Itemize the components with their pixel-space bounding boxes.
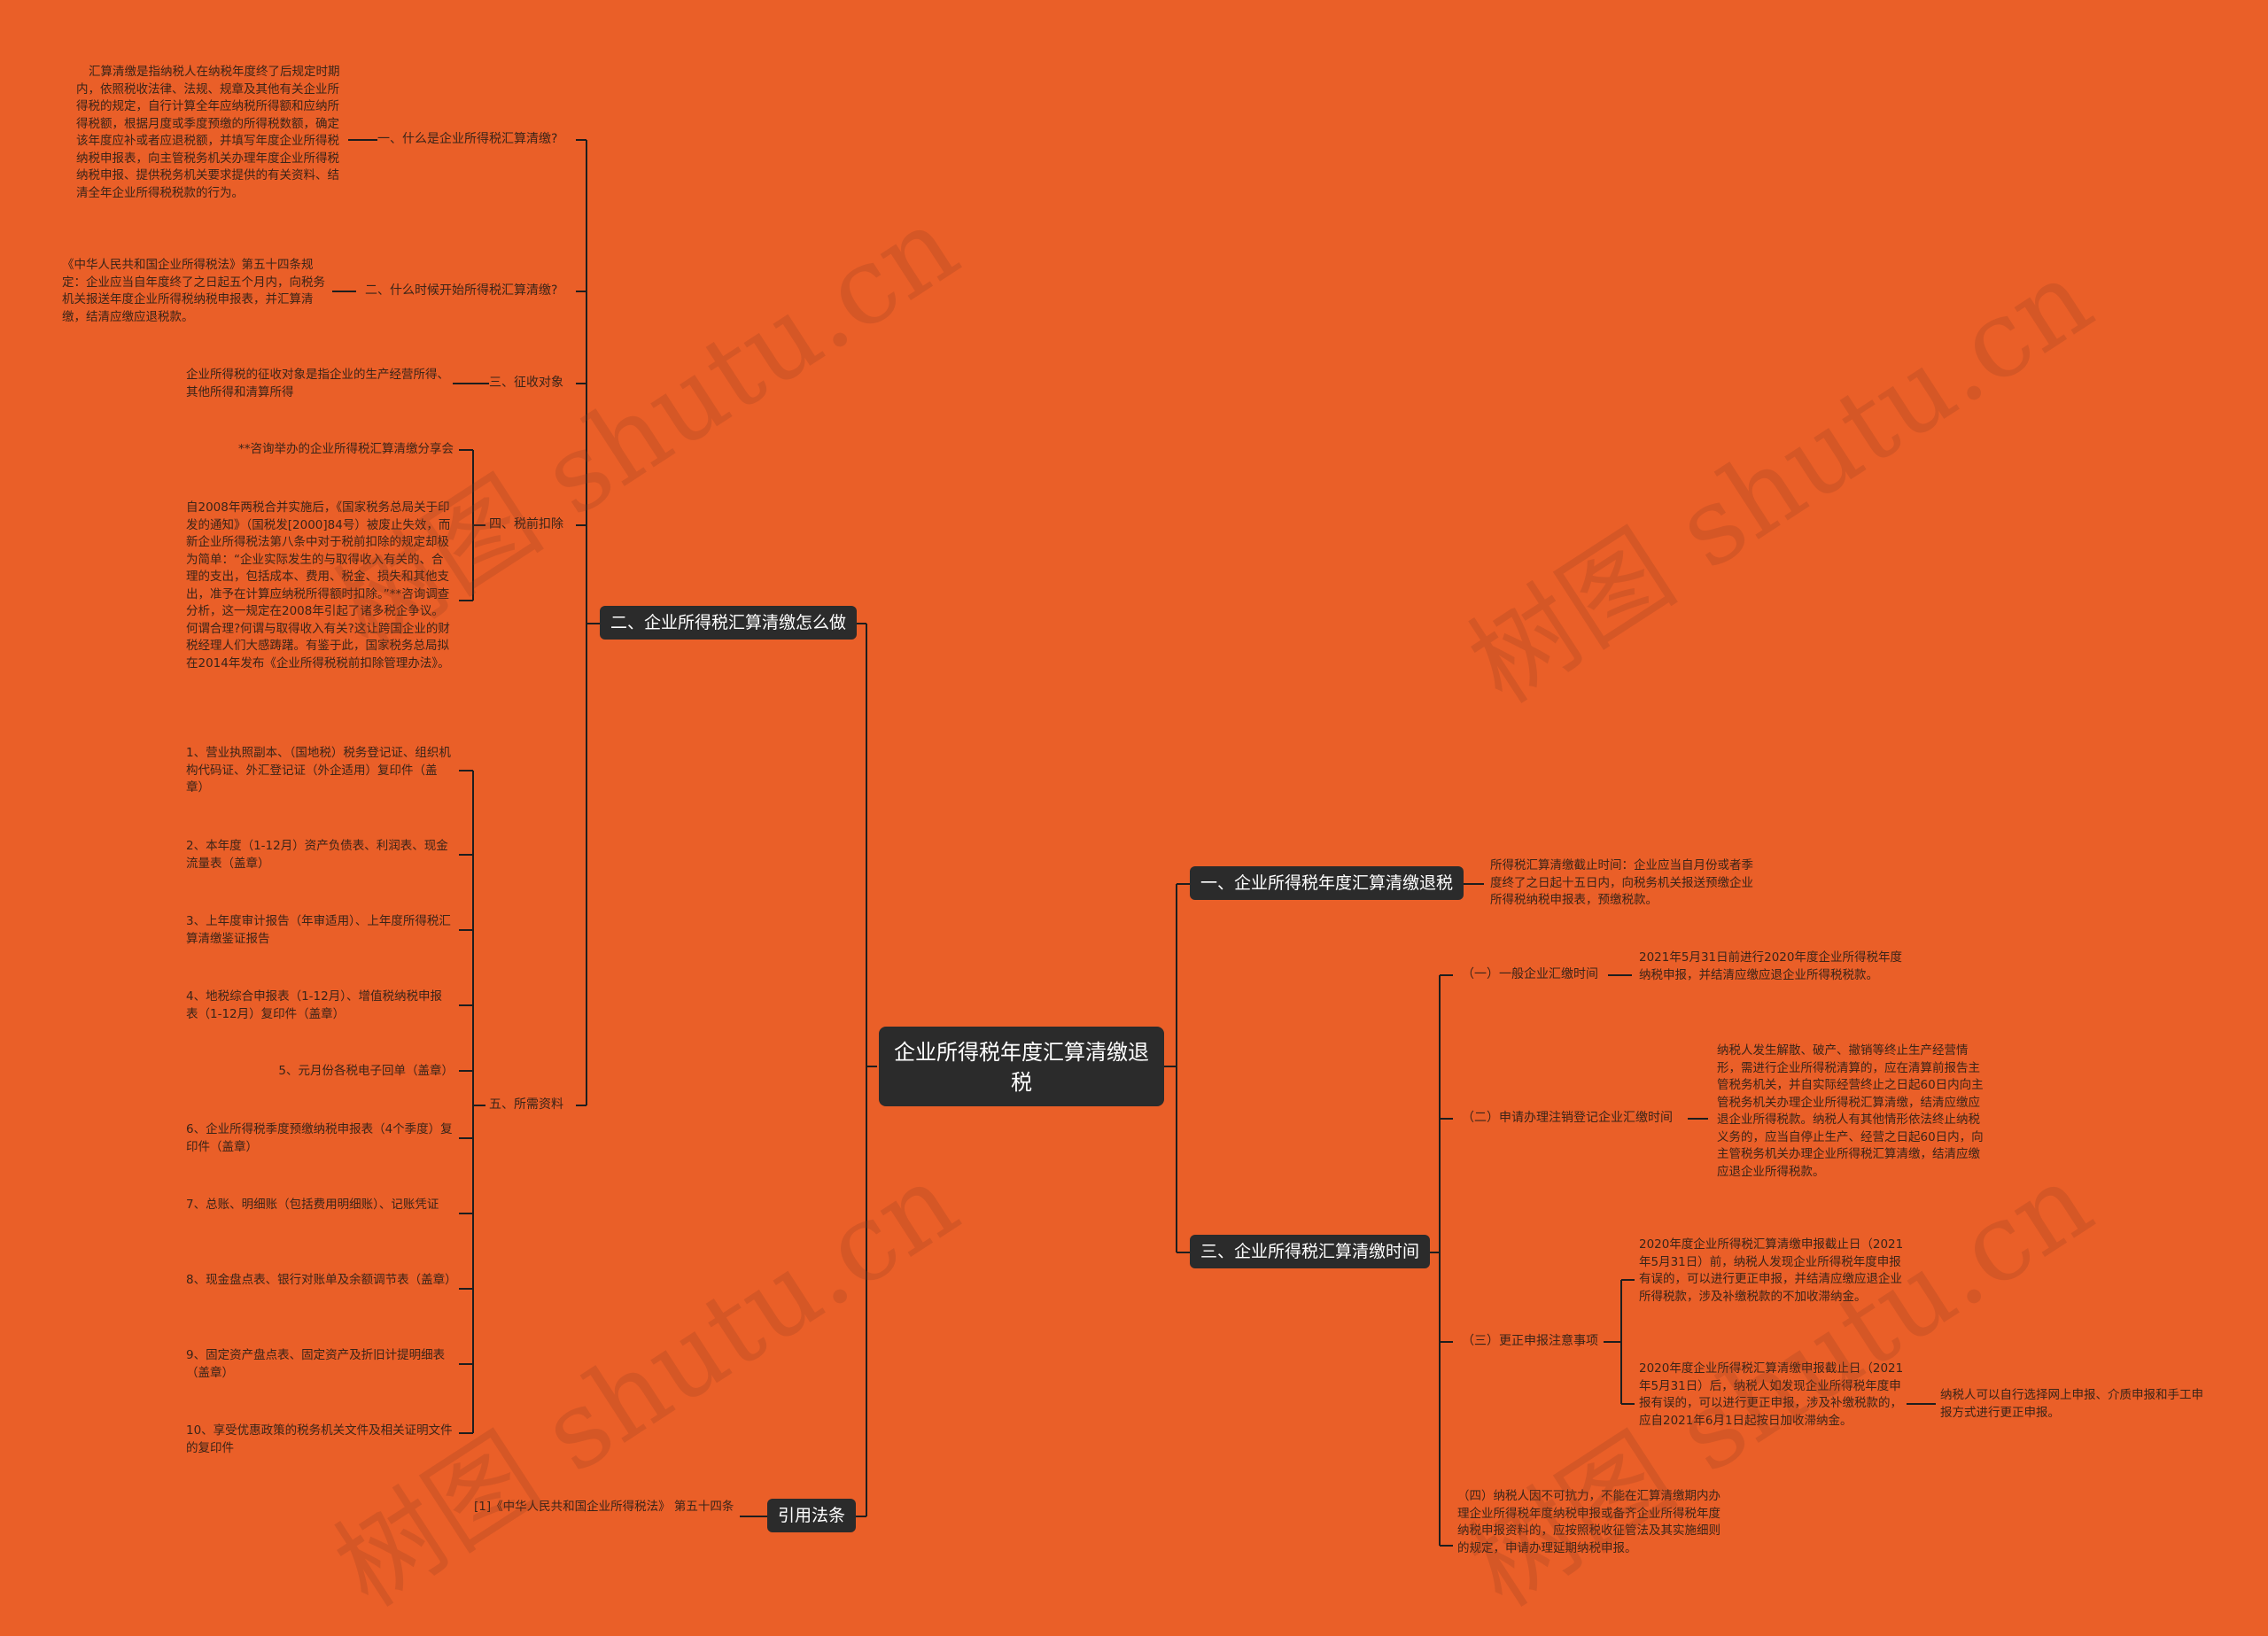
- topic-deregistration-time[interactable]: （二）申请办理注销登记企业汇缴时间: [1462, 1111, 1673, 1125]
- leaf-doc-5: 5、元月份各税电子回单（盖章）: [278, 1064, 454, 1078]
- branch-label: 三、企业所得税汇算清缴时间: [1200, 1242, 1420, 1261]
- topic-what-is[interactable]: 一、什么是企业所得税汇算清缴?: [377, 132, 558, 146]
- leaf-doc-2: 2、本年度（1-12月）资产负债表、利润表、现金流量表（盖章）: [186, 839, 448, 871]
- leaf-doc-4: 4、地税综合申报表（1-12月）、增值税纳税申报表（1-12月）复印件（盖章）: [186, 989, 442, 1021]
- leaf-refund-deadline: 所得税汇算清缴截止时间：企业应当自月份或者季度终了之日起十五日内，向税务机关报送…: [1490, 858, 1753, 907]
- leaf-doc-6: 6、企业所得税季度预缴纳税申报表（4个季度）复印件（盖章）: [186, 1122, 453, 1154]
- root-node[interactable]: 企业所得税年度汇算清缴退税: [879, 1027, 1164, 1106]
- leaf-law-reference: [1]《中华人民共和国企业所得税法》 第五十四条: [474, 1500, 734, 1514]
- leaf-correction-methods: 纳税人可以自行选择网上申报、介质申报和手工申报方式进行更正申报。: [1940, 1388, 2203, 1420]
- branch-node-refund[interactable]: 一、企业所得税年度汇算清缴退税: [1190, 866, 1464, 900]
- leaf-general-time: 2021年5月31日前进行2020年度企业所得税年度纳税申报，并结清应缴应退企业…: [1639, 950, 1902, 982]
- leaf-correction-after: 2020年度企业所得税汇算清缴申报截止日（2021年5月31日）后，纳税人如发现…: [1639, 1361, 1904, 1428]
- topic-required-docs[interactable]: 五、所需资料: [489, 1097, 563, 1112]
- branch-label: 二、企业所得税汇算清缴怎么做: [610, 613, 847, 632]
- leaf-doc-10: 10、享受优惠政策的税务机关文件及相关证明文件的复印件: [186, 1423, 453, 1455]
- topic-general-time[interactable]: （一）一般企业汇缴时间: [1462, 967, 1598, 981]
- leaf-tax-object: 企业所得税的征收对象是指企业的生产经营所得、其他所得和清算所得: [186, 368, 449, 399]
- branch-label: 引用法条: [778, 1506, 846, 1525]
- leaf-doc-3: 3、上年度审计报告（年审适用）、上年度所得税汇算清缴鉴证报告: [186, 914, 451, 946]
- topic-pre-tax-deduction[interactable]: 四、税前扣除: [489, 517, 563, 531]
- branch-node-law[interactable]: 引用法条: [767, 1499, 857, 1532]
- topic-correction-notes[interactable]: （三）更正申报注意事项: [1462, 1334, 1598, 1348]
- leaf-what-is: 汇算清缴是指纳税人在纳税年度终了后规定时期内，依照税收法律、法规、规章及其他有关…: [76, 65, 340, 200]
- root-title: 企业所得税年度汇算清缴退税: [894, 1040, 1149, 1095]
- leaf-doc-8: 8、现金盘点表、银行对账单及余额调节表（盖章）: [186, 1273, 457, 1287]
- branch-node-how[interactable]: 二、企业所得税汇算清缴怎么做: [600, 606, 858, 640]
- leaf-force-majeure: （四）纳税人因不可抗力，不能在汇算清缴期内办理企业所得税年度纳税申报或备齐企业所…: [1457, 1489, 1720, 1555]
- leaf-deduction-detail: 自2008年两税合并实施后，《国家税务总局关于印发的通知》（国税发[2000]8…: [186, 500, 451, 671]
- leaf-doc-1: 1、营业执照副本、（国地税）税务登记证、组织机构代码证、外汇登记证（外企适用）复…: [186, 746, 451, 795]
- leaf-when-start: 《中华人民共和国企业所得税法》第五十四条规定：企业应当自年度终了之日起五个月内，…: [62, 258, 325, 324]
- leaf-doc-9: 9、固定资产盘点表、固定资产及折旧计提明细表（盖章）: [186, 1348, 446, 1380]
- leaf-deregistration-time: 纳税人发生解散、破产、撤销等终止生产经营情形，需进行企业所得税清算的，应在清算前…: [1717, 1043, 1984, 1179]
- leaf-deduction-sharing: **咨询举办的企业所得税汇算清缴分享会: [238, 442, 454, 456]
- topic-when-start[interactable]: 二、什么时候开始所得税汇算清缴?: [365, 283, 558, 298]
- branch-node-time[interactable]: 三、企业所得税汇算清缴时间: [1190, 1235, 1431, 1268]
- topic-tax-object[interactable]: 三、征收对象: [489, 376, 563, 390]
- leaf-doc-7: 7、总账、明细账（包括费用明细账）、记账凭证: [186, 1198, 439, 1212]
- leaf-correction-before: 2020年度企业所得税汇算清缴申报截止日（2021年5月31日）前，纳税人发现企…: [1639, 1237, 1904, 1304]
- branch-label: 一、企业所得税年度汇算清缴退税: [1200, 873, 1454, 893]
